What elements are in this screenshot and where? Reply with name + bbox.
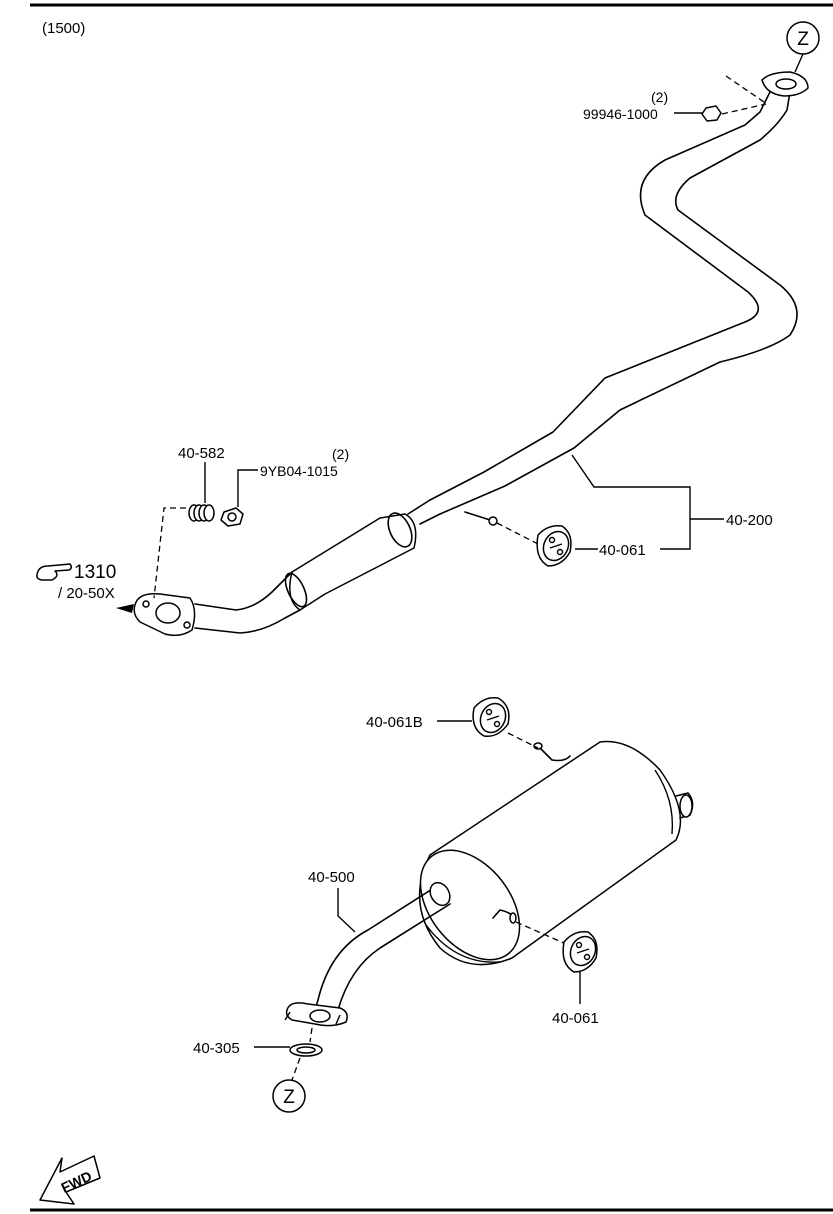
catalytic-converter (289, 513, 417, 611)
silencer-inlet-pipe (284, 881, 451, 1027)
variant-label: (1500) (42, 20, 85, 37)
bolt-nut-icon (220, 507, 244, 527)
gasket-part-number: 40-305 (193, 1040, 240, 1057)
reference-page: 1310 (74, 562, 116, 583)
rubber-hanger-front-icon (536, 524, 572, 567)
nut-top-icon (701, 105, 722, 122)
rubber-hanger-rear-icon (562, 930, 598, 973)
svg-text:Z: Z (283, 1087, 295, 1108)
connector-z-bottom: Z (272, 1079, 306, 1113)
bolt-qty: (2) (332, 446, 349, 462)
forward-arrow-icon: FWD (39, 1155, 101, 1205)
hanger-rear-part-number: 40-061 (552, 1010, 599, 1027)
gasket-icon (289, 1043, 323, 1057)
nut-part-number: 99946-1000 (583, 106, 658, 122)
reference-sub: / 20-50X (58, 585, 115, 602)
rubber-hanger-b-icon (472, 696, 510, 737)
silencer-body (418, 740, 694, 966)
nut-qty: (2) (651, 89, 668, 105)
reference-arrow-icon (116, 604, 134, 613)
bolt-part-number: 9YB04-1015 (260, 463, 338, 479)
front-pipe (133, 71, 809, 637)
front-pipe-part-number: 40-200 (726, 512, 773, 529)
silencer-part-number: 40-500 (308, 869, 355, 886)
hanger-b-part-number: 40-061B (366, 714, 423, 731)
spring-icon (188, 504, 215, 522)
pointing-hand-icon (36, 563, 73, 581)
svg-text:Z: Z (797, 29, 809, 50)
spring-part-number: 40-582 (178, 445, 225, 462)
connector-z-top: Z (786, 21, 820, 73)
hanger-front-part-number: 40-061 (599, 542, 646, 559)
